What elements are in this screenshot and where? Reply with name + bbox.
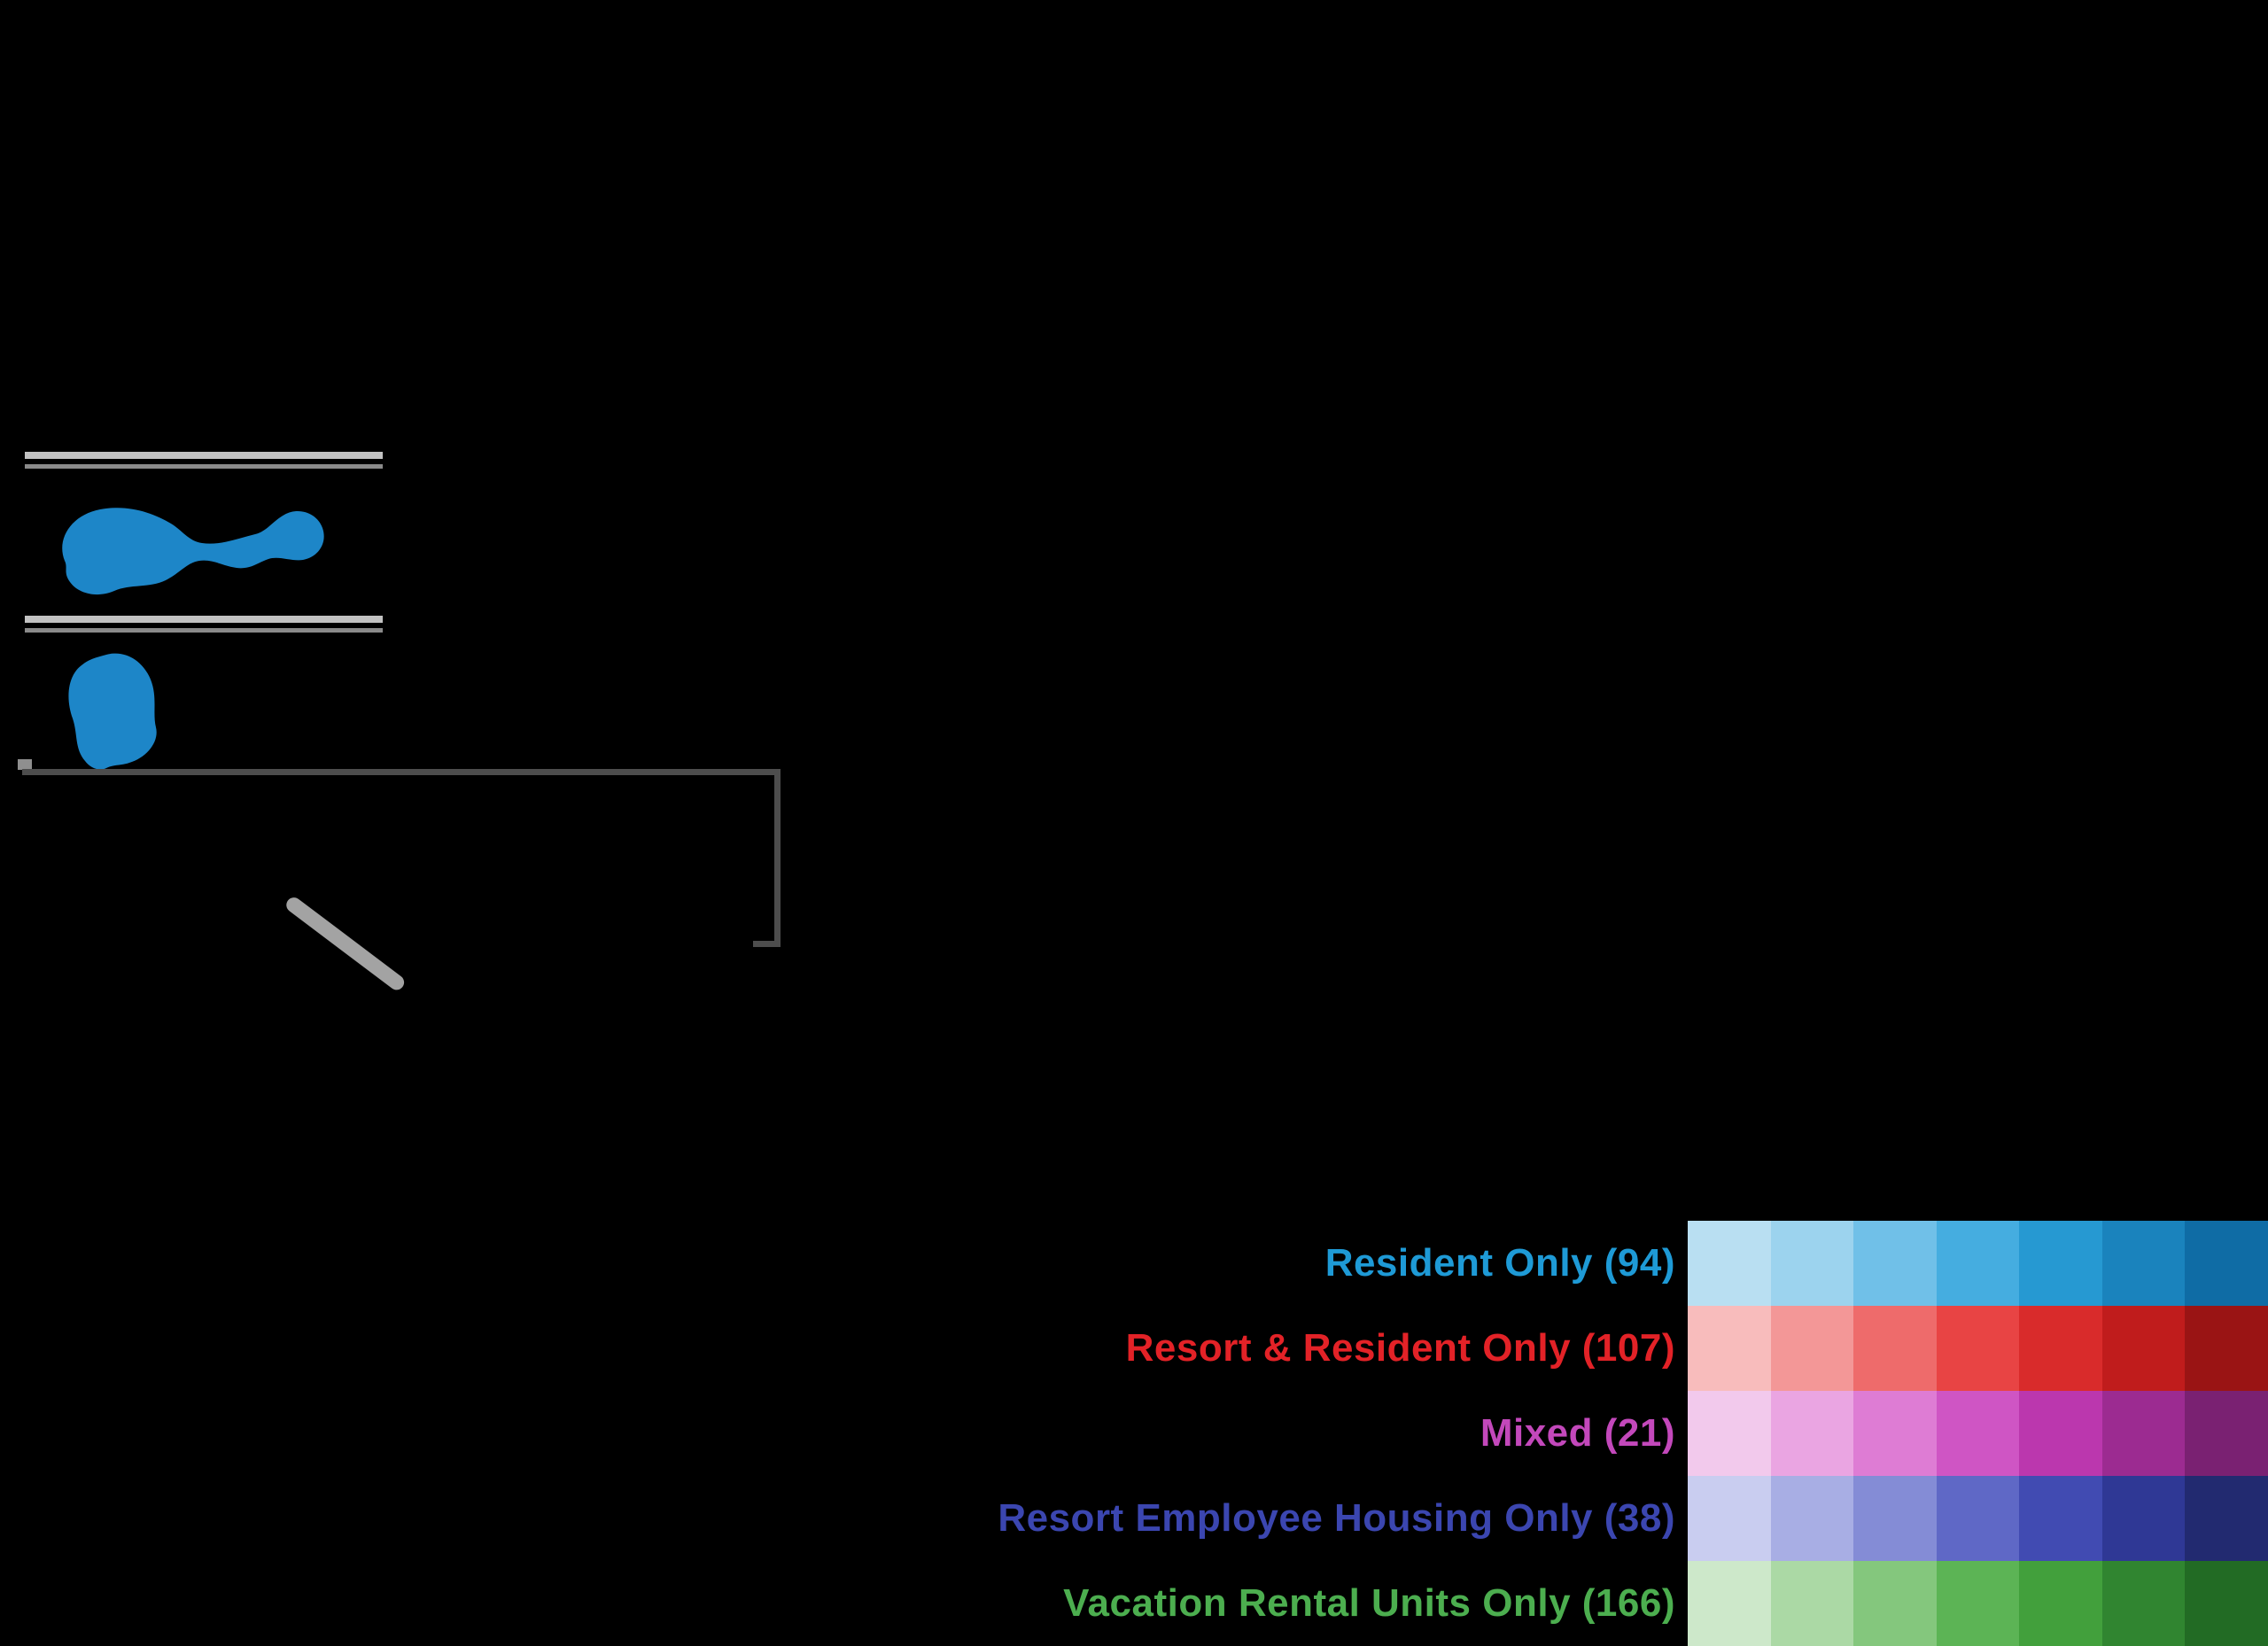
legend-swatch xyxy=(2185,1391,2268,1476)
scale-bar-rule xyxy=(25,616,383,623)
legend-swatch xyxy=(2185,1221,2268,1306)
legend-swatch-strip xyxy=(1688,1391,2268,1476)
legend-label: Resident Only (94) xyxy=(1324,1241,1675,1285)
legend-swatch xyxy=(2019,1561,2102,1646)
inset-frame-top-line xyxy=(22,769,781,775)
legend-swatch xyxy=(1770,1306,1854,1391)
legend-swatch xyxy=(1853,1306,1937,1391)
legend-swatch xyxy=(1936,1391,2020,1476)
legend-swatch xyxy=(1853,1221,1937,1306)
legend-swatch xyxy=(1853,1476,1937,1561)
legend-label: Resort & Resident Only (107) xyxy=(1125,1326,1675,1370)
legend-row: Resort Employee Housing Only (38) xyxy=(921,1476,2268,1561)
legend-row: Resort & Resident Only (107) xyxy=(921,1306,2268,1391)
scale-bar-rule xyxy=(25,452,383,459)
legend-row: Mixed (21) xyxy=(921,1391,2268,1476)
legend-swatch-strip xyxy=(1688,1561,2268,1646)
legend-swatch xyxy=(2101,1476,2186,1561)
legend-swatch-strip xyxy=(1688,1476,2268,1561)
legend-label: Mixed (21) xyxy=(1480,1411,1675,1455)
legend-swatch xyxy=(1770,1476,1854,1561)
legend-swatch xyxy=(1936,1306,2020,1391)
island-shape-lower xyxy=(68,653,157,770)
legend-swatch xyxy=(1853,1561,1937,1646)
legend-label: Resort Employee Housing Only (38) xyxy=(998,1496,1675,1540)
island-shape-upper xyxy=(62,508,324,595)
legend-swatch-strip xyxy=(1688,1306,2268,1391)
legend-swatch xyxy=(1936,1561,2020,1646)
legend-swatch xyxy=(1770,1221,1854,1306)
legend-swatch xyxy=(2185,1561,2268,1646)
legend-swatch xyxy=(2019,1221,2102,1306)
legend: Resident Only (94) Resort & Resident Onl… xyxy=(921,1221,2268,1646)
legend-label: Vacation Rental Units Only (166) xyxy=(1063,1581,1675,1625)
legend-swatch xyxy=(1688,1391,1771,1476)
legend-swatch xyxy=(2019,1306,2102,1391)
island-lower-path xyxy=(68,653,157,770)
legend-swatch xyxy=(2101,1391,2186,1476)
legend-swatch-strip xyxy=(1688,1221,2268,1306)
legend-swatch xyxy=(2101,1221,2186,1306)
scale-bar-rule xyxy=(25,628,383,633)
legend-swatch xyxy=(1853,1391,1937,1476)
legend-swatch xyxy=(2019,1391,2102,1476)
legend-swatch xyxy=(1688,1561,1771,1646)
scale-bar-rule xyxy=(25,464,383,469)
island-upper-path xyxy=(62,508,324,595)
legend-swatch xyxy=(1770,1561,1854,1646)
legend-row: Resident Only (94) xyxy=(921,1221,2268,1306)
legend-swatch xyxy=(1936,1221,2020,1306)
diagonal-scale-mark xyxy=(283,894,408,993)
scale-bar-lower xyxy=(25,616,383,633)
legend-swatch xyxy=(2185,1306,2268,1391)
inset-frame-right-line xyxy=(774,769,781,947)
legend-swatch xyxy=(2101,1306,2186,1391)
legend-swatch xyxy=(1688,1221,1771,1306)
frame-end-tick xyxy=(18,759,32,770)
legend-swatch xyxy=(1936,1476,2020,1561)
inset-frame-bottom-tick xyxy=(753,941,781,947)
legend-swatch xyxy=(2185,1476,2268,1561)
legend-swatch xyxy=(2101,1561,2186,1646)
legend-swatch xyxy=(1688,1306,1771,1391)
legend-swatch xyxy=(2019,1476,2102,1561)
scale-bar-upper xyxy=(25,452,383,469)
legend-swatch xyxy=(1770,1391,1854,1476)
legend-swatch xyxy=(1688,1476,1771,1561)
legend-row: Vacation Rental Units Only (166) xyxy=(921,1561,2268,1646)
